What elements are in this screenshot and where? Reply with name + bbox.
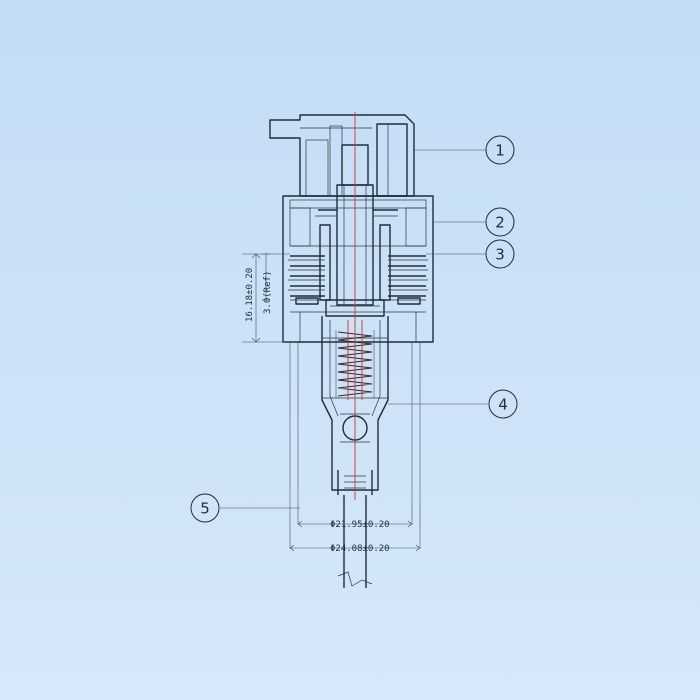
piston-stem xyxy=(315,144,398,317)
callout-5-number: 5 xyxy=(200,500,210,518)
callout-leaders xyxy=(220,149,488,509)
callout-4: 4 xyxy=(488,389,518,419)
callout-3: 3 xyxy=(485,239,515,269)
inner-diameter-label: Φ21.95±0.20 xyxy=(330,520,390,530)
diameter-dimensions: Φ21.95±0.20 Φ24.08±0.20 xyxy=(289,342,421,554)
callout-5: 5 xyxy=(190,493,220,523)
callout-2-number: 2 xyxy=(495,214,505,232)
callout-1-number: 1 xyxy=(495,142,505,160)
callout-3-number: 3 xyxy=(495,246,505,264)
height-dimension: 16.18±0.20 3.0(Ref) xyxy=(242,253,290,343)
callout-1: 1 xyxy=(485,135,515,165)
outer-diameter-label: Φ24.08±0.20 xyxy=(330,544,390,554)
dip-tube xyxy=(337,470,373,588)
center-detail xyxy=(347,320,363,400)
callout-4-number: 4 xyxy=(498,396,508,414)
callout-2: 2 xyxy=(485,207,515,237)
closure-cap xyxy=(282,195,434,343)
spring xyxy=(335,330,375,398)
height-dimension-label: 16.18±0.20 xyxy=(245,268,255,322)
height-small-label: 3.0(Ref) xyxy=(263,271,273,314)
